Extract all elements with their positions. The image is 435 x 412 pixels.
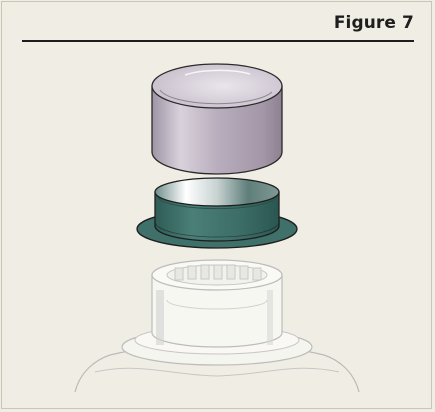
figure-title: Figure 7 xyxy=(333,13,414,33)
title-rule xyxy=(22,40,414,42)
bottle-neck-illustration xyxy=(74,259,360,393)
cap-illustration xyxy=(151,63,283,175)
liner-ring-illustration xyxy=(136,177,298,249)
